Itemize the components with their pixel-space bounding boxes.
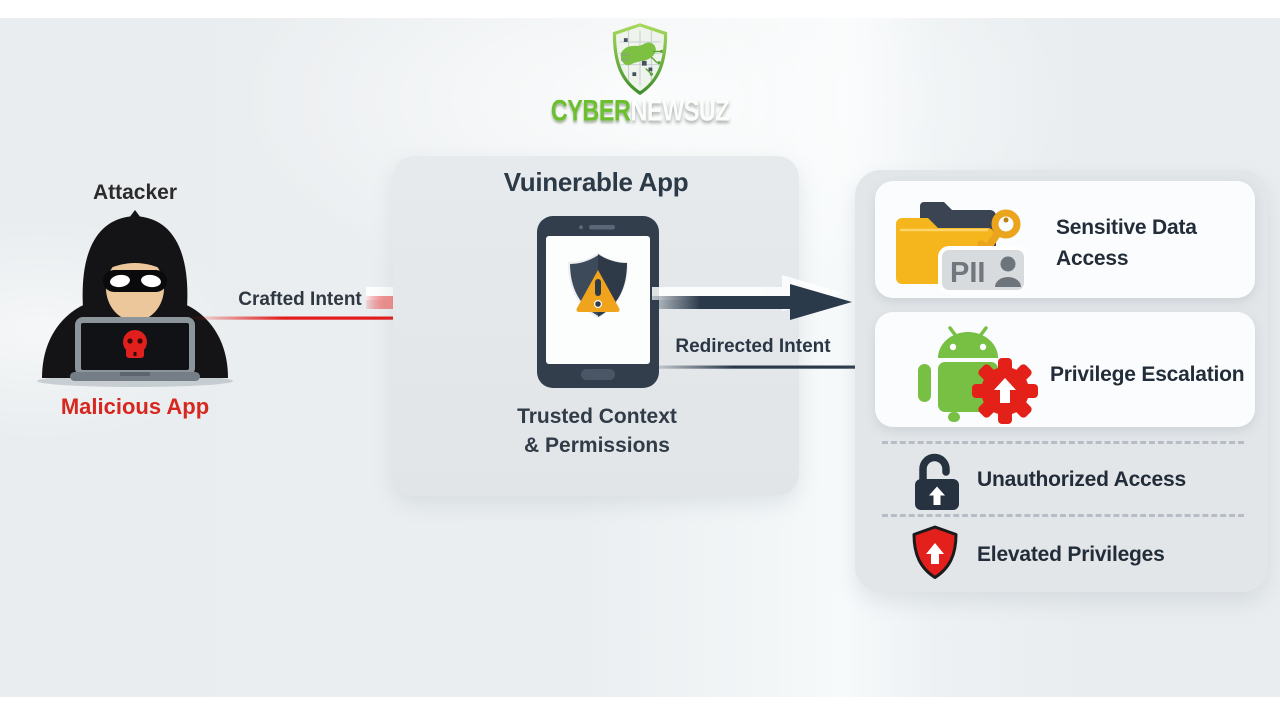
red-shield-up-arrow-icon [912, 525, 958, 579]
open-padlock-up-arrow-icon [915, 453, 959, 510]
pii-badge-label: PII [950, 257, 985, 289]
outcome-label-privilege-escalation: Privilege Escalation [1050, 363, 1245, 386]
redirected-intent-arrow [652, 275, 852, 320]
redirected-intent-arrow-thin [650, 360, 875, 374]
brand-name-secondary: NEWSUZ [630, 93, 730, 128]
brand-name-primary: CYBER [550, 93, 631, 128]
svg-text:1101: 1101 [620, 57, 630, 62]
brand-wordmark: CYBERNEWSUZ [460, 93, 820, 129]
redirected-intent-label: Redirected Intent [675, 336, 831, 357]
outcome-label-sensitive-data: Sensitive Data Access [1056, 216, 1197, 270]
gear-up-arrow-icon [972, 358, 1038, 424]
dashed-divider-2 [882, 514, 1244, 517]
letterbox-top [0, 0, 1280, 18]
shield-circuit-map-icon: 1010 1101 [612, 23, 668, 95]
svg-text:1010: 1010 [620, 52, 630, 57]
outcome-label-unauthorized-access: Unauthorized Access [977, 468, 1186, 491]
crafted-intent-arrow-thin [188, 311, 418, 325]
hooded-hacker-laptop-skull-icon [37, 210, 233, 387]
letterbox-bottom [0, 697, 1280, 720]
vulnerable-app-title: Vuinerable App [503, 167, 689, 197]
android-robot-gear-up-icon [918, 326, 1038, 424]
attacker-label: Attacker [92, 181, 178, 204]
pii-badge: PII [938, 246, 1028, 294]
skull-icon [123, 330, 147, 358]
folder-pii-key-icon: PII [896, 202, 1028, 294]
caption-line-2: & Permissions [524, 434, 670, 457]
outcome-label-elevated-privileges: Elevated Privileges [977, 543, 1165, 566]
crafted-intent-label: Crafted Intent [238, 289, 362, 310]
caption-line-1: Trusted Context [517, 405, 677, 428]
trusted-context-caption: Trusted Context & Permissions [447, 402, 747, 460]
dashed-divider-1 [882, 441, 1244, 444]
smartphone-shield-warning-icon [537, 216, 659, 388]
malicious-app-label: Malicious App [60, 394, 210, 419]
